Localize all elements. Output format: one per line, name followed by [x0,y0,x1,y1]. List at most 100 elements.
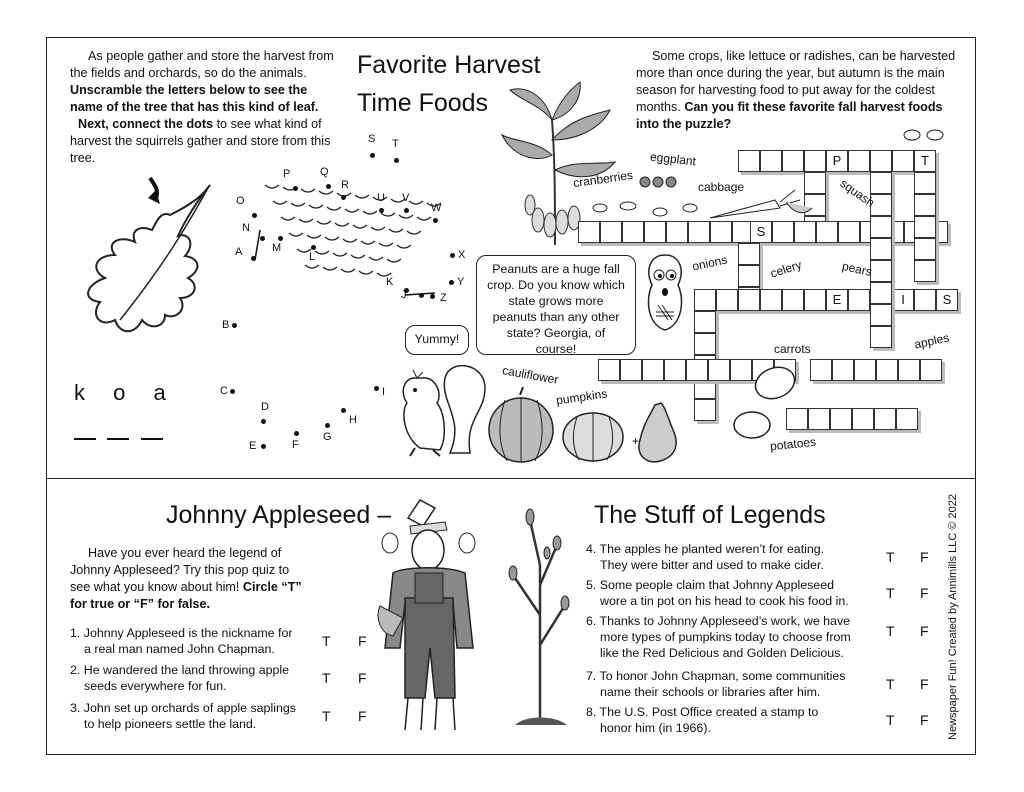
crossword-cell[interactable] [816,221,838,243]
crossword-cell[interactable] [598,359,620,381]
answer-blank[interactable] [107,438,129,440]
crossword-cell[interactable] [830,408,852,430]
crossword-cell[interactable] [730,359,752,381]
crossword-cell[interactable] [738,150,760,172]
crossword-cell[interactable] [914,172,936,194]
crossword-cell[interactable] [786,408,808,430]
false-option[interactable]: F [920,549,929,565]
crossword-cell[interactable] [620,359,642,381]
crossword-cell[interactable] [832,359,854,381]
crossword-cell[interactable] [810,359,832,381]
dot-point[interactable] [325,423,330,428]
dot-point[interactable] [394,158,399,163]
dot-point[interactable] [450,253,455,258]
crossword-cell[interactable]: E [826,289,848,311]
false-option[interactable]: F [358,670,367,686]
crossword-cell[interactable]: S [750,221,772,243]
crossword-cell[interactable] [870,238,892,260]
crossword-cell[interactable] [738,289,760,311]
crossword-cell[interactable] [848,150,870,172]
dot-point[interactable] [230,389,235,394]
crossword-cell[interactable] [708,359,730,381]
true-option[interactable]: T [322,670,331,686]
crossword-cell[interactable] [664,359,686,381]
crossword-cell[interactable]: S [936,289,958,311]
crossword-cell[interactable] [870,282,892,304]
dot-point[interactable] [294,431,299,436]
true-option[interactable]: T [886,549,895,565]
crossword-cell[interactable] [892,150,914,172]
dot-point[interactable] [311,245,316,250]
crossword-cell[interactable] [622,221,644,243]
crossword-cell[interactable] [688,221,710,243]
false-option[interactable]: F [358,633,367,649]
false-option[interactable]: F [920,623,929,639]
crossword-cell[interactable] [914,238,936,260]
dot-point[interactable] [449,280,454,285]
crossword-cell[interactable] [870,326,892,348]
crossword-cell[interactable] [738,265,760,287]
true-option[interactable]: T [886,585,895,601]
crossword-cell[interactable] [782,289,804,311]
dot-point[interactable] [341,408,346,413]
crossword-cell[interactable] [876,359,898,381]
true-option[interactable]: T [886,712,895,728]
true-option[interactable]: T [886,623,895,639]
crossword-cell[interactable] [870,150,892,172]
true-option[interactable]: T [322,708,331,724]
crossword-cell[interactable] [760,289,782,311]
dot-point[interactable] [251,256,256,261]
crossword-cell[interactable] [666,221,688,243]
false-option[interactable]: F [358,708,367,724]
crossword-cell[interactable] [870,260,892,282]
dot-point[interactable] [261,444,266,449]
crossword-cell[interactable] [898,359,920,381]
dot-point[interactable] [379,208,384,213]
crossword-cell[interactable] [874,408,896,430]
crossword-cell[interactable] [852,408,874,430]
crossword-cell[interactable] [914,194,936,216]
crossword-cell[interactable] [738,243,760,265]
dot-point[interactable] [341,195,346,200]
crossword-cell[interactable] [920,359,942,381]
crossword-cell[interactable] [870,194,892,216]
crossword-cell[interactable] [914,260,936,282]
dot-point[interactable] [370,153,375,158]
dot-point[interactable] [404,288,409,293]
dot-point[interactable] [374,386,379,391]
crossword-cell[interactable] [772,221,794,243]
crossword-cell[interactable] [710,221,732,243]
crossword-cell[interactable] [760,150,782,172]
dot-point[interactable] [433,218,438,223]
crossword-cell[interactable] [694,311,716,333]
answer-blank[interactable] [141,438,163,440]
crossword-cell[interactable] [914,289,936,311]
crossword-cell[interactable] [782,150,804,172]
true-option[interactable]: T [886,676,895,692]
true-option[interactable]: T [322,633,331,649]
crossword-cell[interactable] [804,172,826,194]
crossword-cell[interactable] [914,216,936,238]
crossword-cell[interactable] [694,399,716,421]
crossword-cell[interactable] [896,408,918,430]
crossword-cell[interactable] [870,172,892,194]
dot-point[interactable] [293,186,298,191]
crossword-cell[interactable]: T [914,150,936,172]
dot-point[interactable] [419,293,424,298]
crossword-cell[interactable] [870,216,892,238]
dot-point[interactable] [430,294,435,299]
false-option[interactable]: F [920,712,929,728]
crossword-cell[interactable] [578,221,600,243]
crossword-cell[interactable] [694,289,716,311]
crossword-cell[interactable] [838,221,860,243]
crossword-cell[interactable] [870,304,892,326]
crossword-cell[interactable] [642,359,664,381]
dot-point[interactable] [260,236,265,241]
crossword-cell[interactable] [804,289,826,311]
dot-point[interactable] [326,184,331,189]
crossword-cell[interactable] [600,221,622,243]
dot-point[interactable] [404,208,409,213]
crossword-cell[interactable] [804,150,826,172]
answer-blank[interactable] [74,438,96,440]
false-option[interactable]: F [920,676,929,692]
